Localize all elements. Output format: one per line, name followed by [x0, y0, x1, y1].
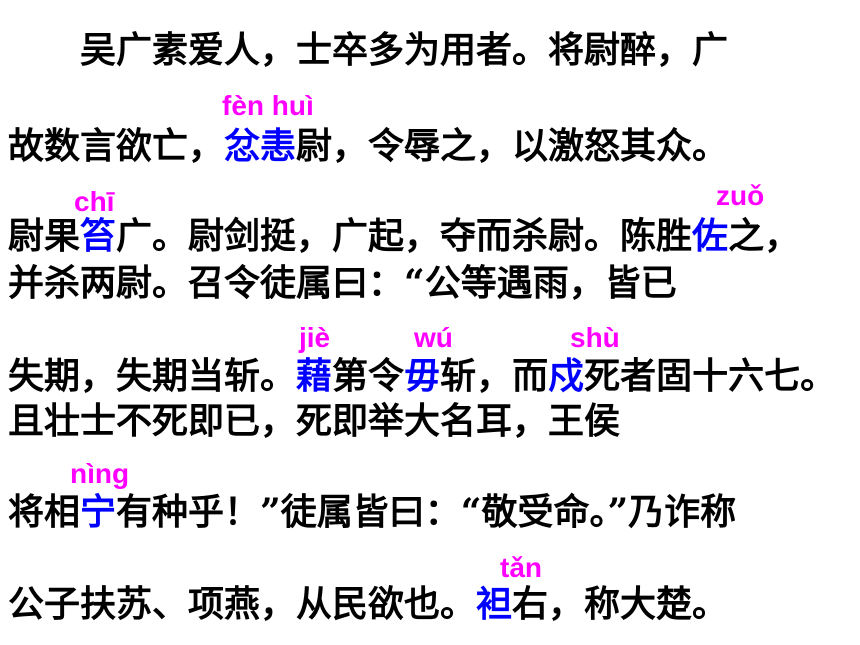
pinyin-ning: nìng — [70, 458, 130, 489]
text-segment: 将相 — [8, 491, 81, 533]
pinyin-shu: shù — [570, 322, 620, 353]
text-segment: 并杀两尉。召令徒属曰：“公等遇雨，皆已 — [8, 262, 677, 304]
text-line-3: 尉果笞广。尉剑挺，广起，夺而杀尉。陈胜佐之， — [8, 214, 800, 258]
text-line-5: 失期，失期当斩。藉第令毋斩，而戍死者固十六七。 — [8, 354, 860, 398]
text-segment: 尉果 — [8, 215, 81, 257]
annotated-word-wu: 毋 — [404, 355, 441, 397]
text-line-1: 吴广素爱人，士卒多为用者。将尉醉，广 — [80, 28, 728, 72]
annotated-word-jie: 藉 — [296, 355, 333, 397]
text-segment: 之， — [728, 215, 801, 257]
text-segment: 右，称大楚。 — [512, 583, 729, 625]
text-segment: 公子扶苏、项燕，从民欲也。 — [8, 583, 477, 625]
pinyin-zuo: zuǒ — [716, 180, 765, 211]
text-segment: 第令 — [332, 355, 405, 397]
pinyin-chi: chī — [74, 186, 115, 217]
text-segment: 斩，而 — [440, 355, 549, 397]
pinyin-tan: tǎn — [500, 552, 542, 583]
text-segment: 广。尉剑挺，广起，夺而杀尉。陈胜 — [116, 215, 693, 257]
text-line-2: 故数言欲亡，忿恚尉，令辱之，以激怒其众。 — [8, 124, 728, 168]
text-segment: 尉，令辱之，以激怒其众。 — [296, 125, 729, 167]
annotated-word-fenhui: 忿恚 — [224, 125, 297, 167]
text-segment: 吴广素爱人，士卒多为用者。将尉醉，广 — [80, 29, 729, 71]
annotated-word-zuo: 佐 — [692, 215, 729, 257]
text-line-4: 并杀两尉。召令徒属曰：“公等遇雨，皆已 — [8, 261, 677, 305]
text-segment: 失期，失期当斩。 — [8, 355, 297, 397]
text-segment: 死者固十六七。 — [584, 355, 837, 397]
text-segment: 故数言欲亡， — [8, 125, 225, 167]
text-line-6: 且壮士不死即已，死即举大名耳，王侯 — [8, 399, 620, 443]
text-line-8: 公子扶苏、项燕，从民欲也。袒右，称大楚。 — [8, 582, 728, 626]
annotated-word-shu: 戍 — [548, 355, 585, 397]
annotated-word-tan: 袒 — [476, 583, 513, 625]
text-line-7: 将相宁有种乎！”徒属皆曰：“敬受命。”乃诈称 — [8, 490, 736, 534]
pinyin-fenhui: fèn huì — [222, 90, 314, 121]
text-segment: 且壮士不死即已，死即举大名耳，王侯 — [8, 400, 621, 442]
pinyin-wu: wú — [414, 322, 453, 353]
annotated-word-chi: 笞 — [80, 215, 117, 257]
pinyin-jie: jiè — [299, 322, 331, 353]
text-segment: 有种乎！”徒属皆曰：“敬受命。”乃诈称 — [116, 491, 737, 533]
annotated-word-ning: 宁 — [80, 491, 117, 533]
